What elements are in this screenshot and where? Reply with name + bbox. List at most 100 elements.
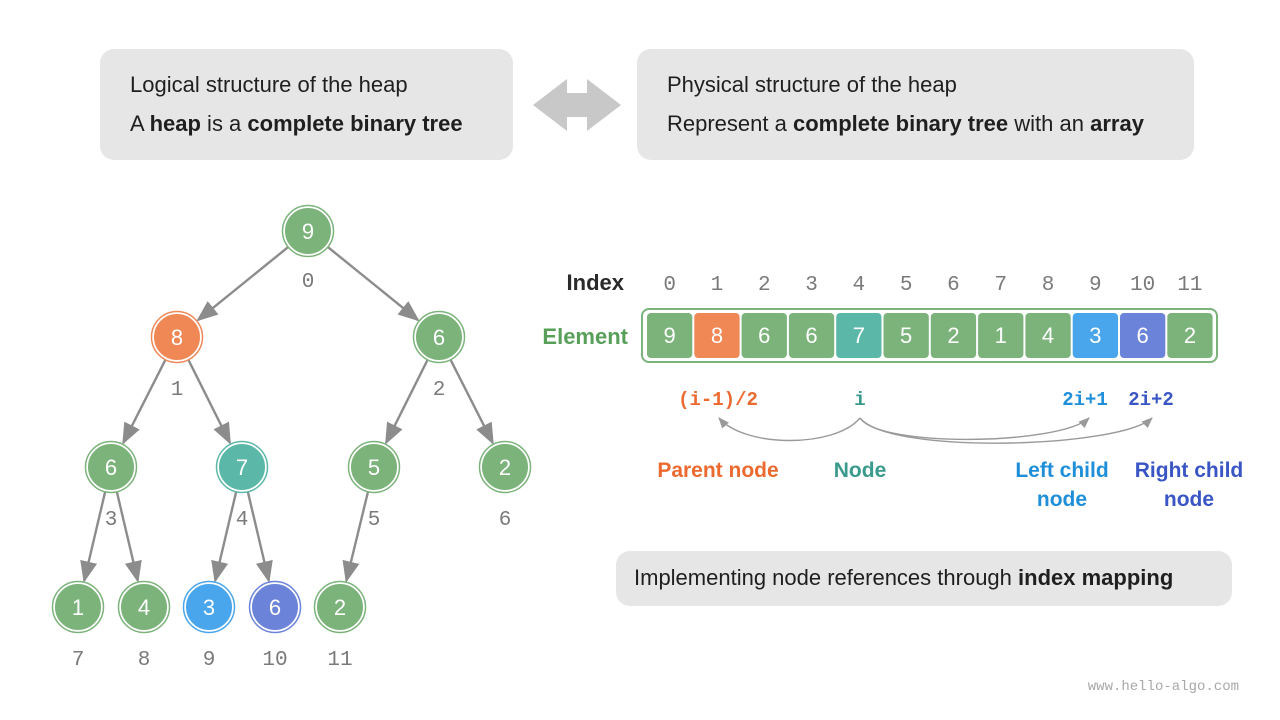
tree-node-value: 6 [105,455,117,480]
tree-index-labels: 0 1 2 3 4 5 6 7 8 9 10 11 [72,271,512,672]
tree-node-ring [347,440,401,494]
logical-structure-description: A heap is a complete binary tree [130,108,483,147]
tree-edge [196,246,289,322]
array-index: 2 [758,274,771,297]
tree-edges [80,246,494,583]
tree-edge [449,359,494,445]
array-cell-value: 8 [711,323,723,348]
physical-structure-description: Represent a complete binary tree with an… [667,108,1164,147]
caption-right: node [1164,488,1214,511]
tree-edge [211,492,238,583]
tree-node-value: 9 [302,219,314,244]
array-cell-value: 7 [853,323,865,348]
array-index: 4 [853,274,866,297]
logical-structure-description-segment: A [130,111,150,136]
tree-node-circle [217,442,267,492]
tree-edge [115,492,142,583]
tree-node-index: 1 [171,379,184,402]
tree-node-value: 2 [499,455,511,480]
array-cell-value: 5 [900,323,912,348]
array-index: 1 [711,274,724,297]
tree-node-index: 0 [302,271,315,294]
caption-left: Left child [1015,459,1108,482]
array-index: 9 [1089,274,1102,297]
array-cell-value: 6 [758,323,770,348]
array-cell [694,313,740,358]
tree-node-value: 2 [334,595,346,620]
watermark: www.hello-algo.com [1088,679,1239,695]
tree-node-value: 7 [236,455,248,480]
formula-left: 2i+1 [1062,389,1108,411]
tree-node-value: 4 [138,595,150,620]
array-cell-value: 6 [805,323,817,348]
physical-structure-description-segment: complete binary tree [792,111,1009,136]
tree-node-circle [119,582,169,632]
formula-node: i [854,389,865,411]
arrow-to-parent [718,417,861,442]
index-mapping-panel: Implementing node references through ind… [616,551,1232,606]
tree-node-circle [250,582,300,632]
tree-node-index: 7 [72,649,85,672]
tree-node-ring [281,204,335,258]
array-cell [1025,313,1071,358]
index-mapping-caption-segment: index mapping [1018,565,1174,590]
tree-node-circle [349,442,399,492]
tree-node-index: 6 [499,509,512,532]
physical-structure-title: Physical structure of the heap [667,72,957,97]
array-cell-value: 9 [664,323,676,348]
tree-node-ring [248,580,302,634]
tree-node-circle [480,442,530,492]
logical-structure-description-segment: complete binary tree [247,111,463,136]
array-index: 10 [1130,274,1155,297]
physical-structure-description-segment: Represent a [667,111,793,136]
tree-node-ring [150,310,204,364]
array-index: 0 [663,274,676,297]
mapping-arrows [718,417,1153,444]
tree-node-index: 2 [433,379,446,402]
arrow-to-left-child [859,417,1090,441]
caption-node: Node [834,459,887,482]
array-outline [641,308,1218,363]
tree-edge [342,491,370,583]
tree-node-circle [86,442,136,492]
array-index: 11 [1177,274,1202,297]
array-index: 6 [947,274,960,297]
array-cell [788,313,835,358]
tree-node-circle [184,582,234,632]
tree-node-index: 9 [203,649,216,672]
array-cell [978,313,1024,358]
tree-node-ring [51,580,105,634]
array-cell-value: 3 [1089,323,1101,348]
array-index: 8 [1042,274,1055,297]
arrow-to-right-child [859,417,1153,444]
index-mapping-caption: Implementing node references through ind… [634,563,1214,593]
array-cell [647,313,693,358]
tree-node-value: 3 [203,595,215,620]
array-cell [741,313,787,358]
array-index: 5 [900,274,913,297]
array-cell [930,313,977,358]
tree-node-index: 8 [138,649,151,672]
tree-node-index: 3 [105,509,118,532]
array-cell [836,313,882,358]
array-cell-value: 4 [1042,323,1054,348]
array-cell [1167,313,1213,358]
caption-right: Right child [1135,459,1244,482]
array-cell-value: 2 [947,323,959,348]
physical-structure-description-segment: array [1090,111,1144,136]
tree-node-value: 6 [269,595,281,620]
tree-node-ring [313,580,367,634]
physical-structure-description-segment: with an [1008,111,1091,136]
tree-node-ring [182,580,236,634]
tree-node-index: 11 [327,649,352,672]
logical-structure-description-segment: is a [200,111,248,136]
tree-node-value: 5 [368,455,380,480]
tree-node-index: 10 [262,649,287,672]
tree-edge [327,246,420,322]
tree-node-circle [152,312,202,362]
